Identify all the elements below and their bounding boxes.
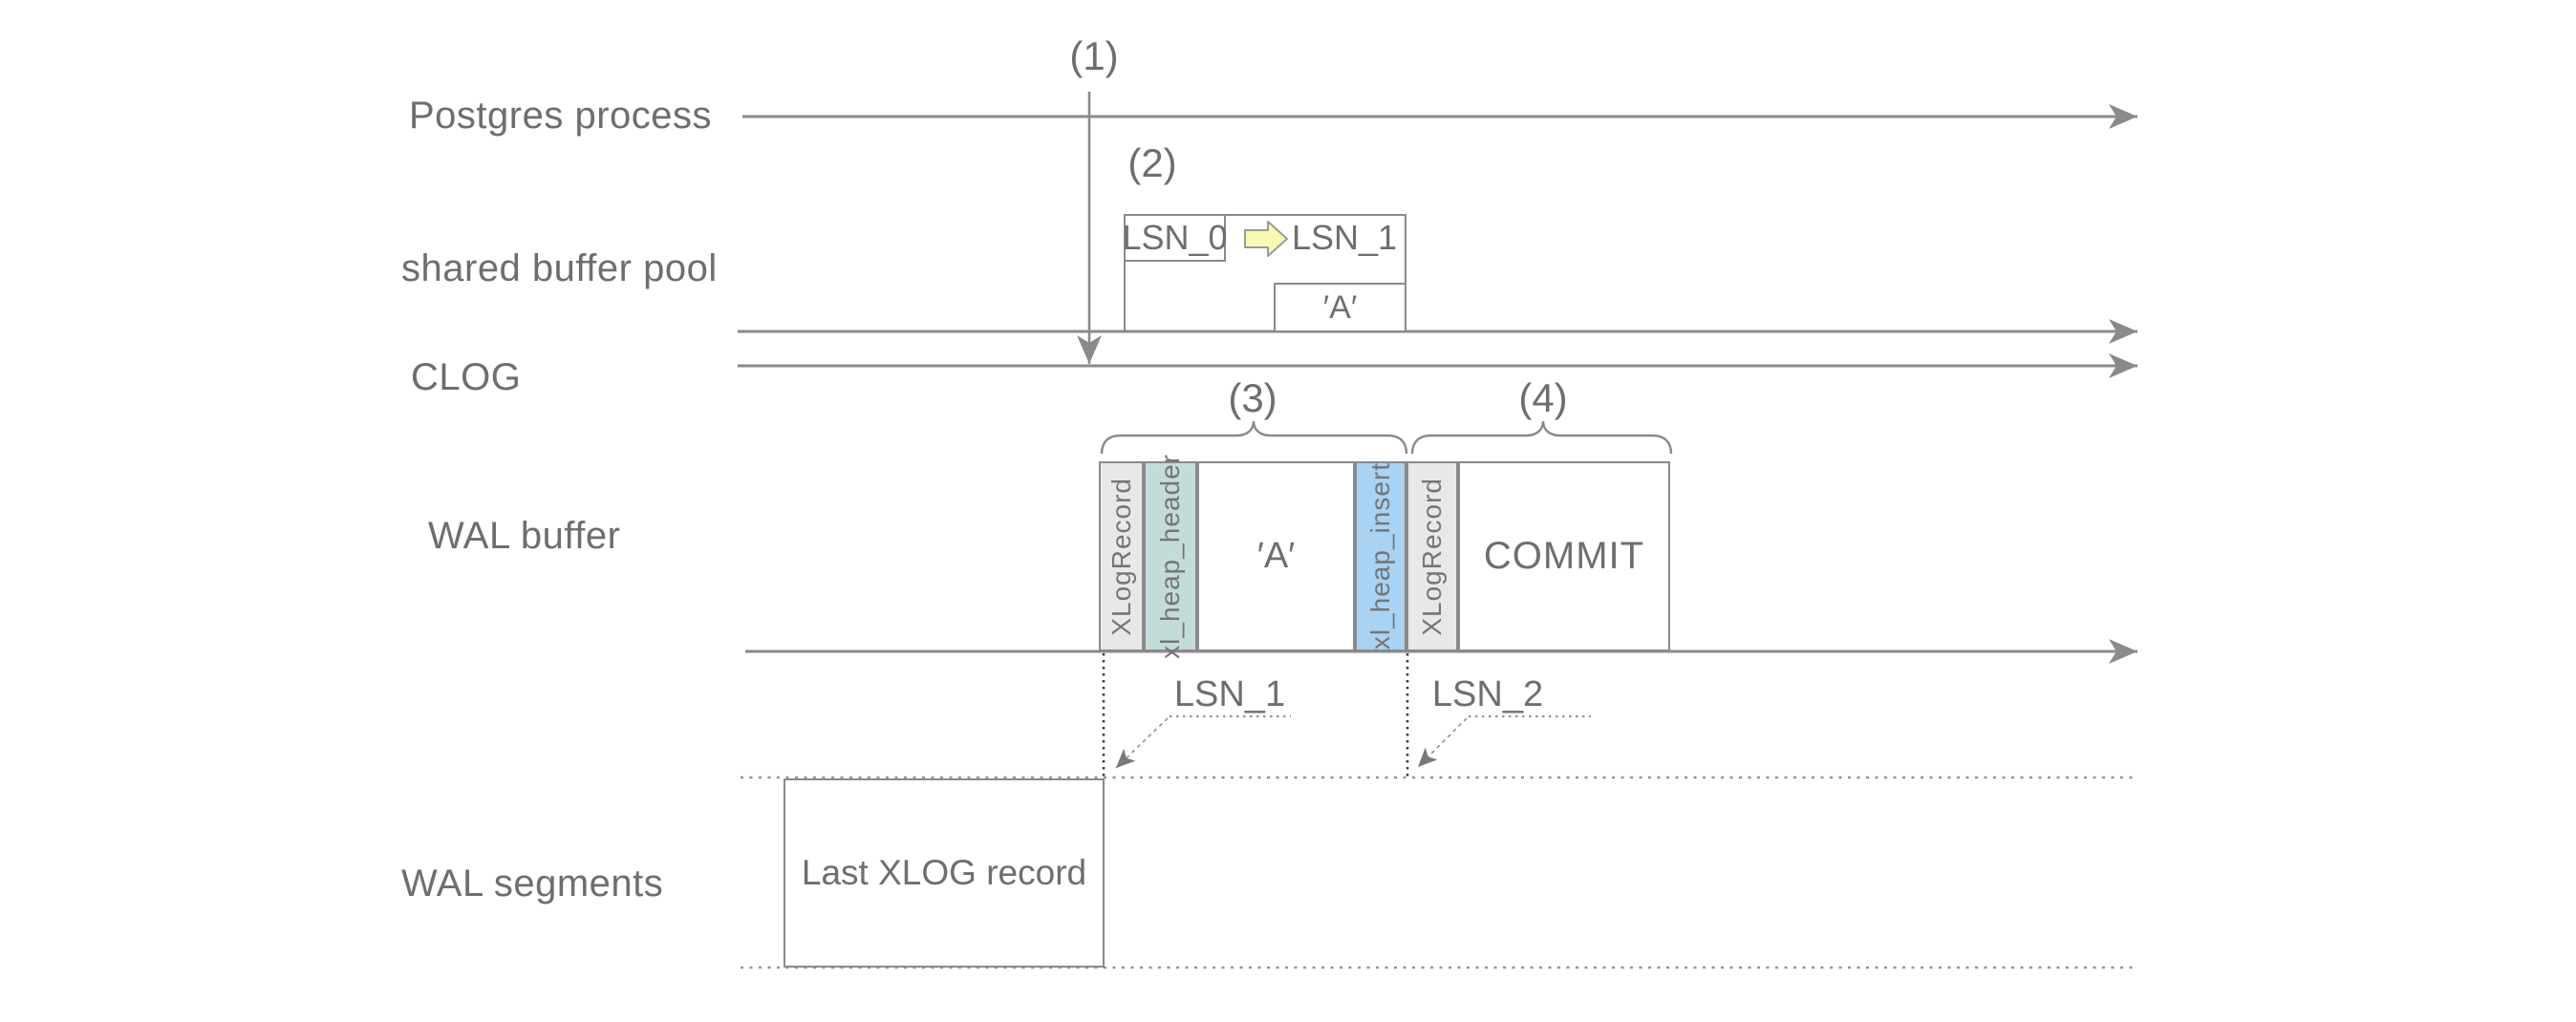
step-label-3: (3): [1228, 375, 1277, 420]
lsn2-marker-label: LSN_2: [1431, 674, 1544, 714]
wal-record-tuple: ′A′: [1197, 461, 1355, 651]
buffer-tuple-box: ′A′: [1274, 283, 1406, 332]
wal-record-xl-heap-header-label: xl_heap_header: [1155, 454, 1185, 659]
wal-record-commit: COMMIT: [1458, 461, 1670, 651]
lane-label-shared-buffer-pool: shared buffer pool: [401, 247, 718, 289]
wal-record-xlogrecord-2-label: XLogRecord: [1417, 477, 1447, 636]
lane-label-clog: CLOG: [411, 356, 522, 398]
lane-label-wal-buffer: WAL buffer: [428, 515, 621, 557]
wal-record-xl-heap-insert-label: xl_heap_insert: [1365, 462, 1395, 650]
step3-brace: [1100, 420, 1408, 455]
lsn-before-label: LSN_0: [1122, 218, 1228, 257]
buffer-tuple-label: ′A′: [1322, 288, 1358, 326]
lsn2-leader-arrow: [1417, 717, 1468, 768]
lane-label-wal-segments: WAL segments: [401, 862, 664, 905]
step-label-2: (2): [1127, 140, 1177, 185]
lsn1-leader-arrow: [1115, 717, 1169, 769]
lsn1-marker-label: LSN_1: [1173, 674, 1286, 714]
lane-label-postgres-process: Postgres process: [409, 95, 713, 137]
step-label-1: (1): [1069, 33, 1119, 78]
wal-record-xl-heap-insert: xl_heap_insert: [1355, 461, 1406, 651]
lsn-before-box: LSN_0: [1122, 214, 1228, 262]
wal-record-xlogrecord-1-label: XLogRecord: [1106, 477, 1136, 636]
lsn-after-label: LSN_1: [1292, 218, 1398, 257]
shared-buffer-page-box: [1124, 214, 1406, 332]
wal-record-commit-label: COMMIT: [1483, 535, 1645, 577]
step-label-4: (4): [1518, 375, 1568, 420]
last-xlog-record-label: Last XLOG record: [801, 853, 1087, 892]
last-xlog-record-box: Last XLOG record: [784, 778, 1105, 968]
wal-record-xlogrecord-1: XLogRecord: [1099, 461, 1144, 651]
wal-record-xl-heap-header: xl_heap_header: [1144, 454, 1197, 659]
lsn-update-arrow-icon: [1244, 221, 1288, 257]
step4-brace: [1410, 420, 1673, 455]
wal-record-tuple-label: ′A′: [1256, 536, 1296, 576]
wal-record-xlogrecord-2: XLogRecord: [1406, 461, 1458, 651]
